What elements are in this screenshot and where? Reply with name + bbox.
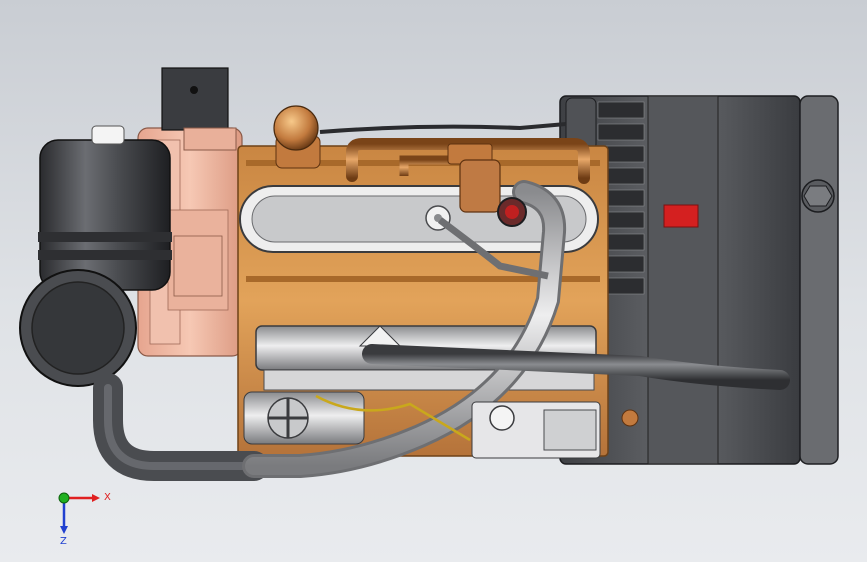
turbocharger[interactable] <box>497 197 527 227</box>
wiring-harness-top[interactable] <box>319 122 567 134</box>
radiator-cap[interactable] <box>801 179 835 213</box>
coordinate-triad: X Z <box>58 492 111 547</box>
oil-return-line[interactable] <box>437 217 549 280</box>
radiator-hose-upper[interactable] <box>496 204 790 228</box>
triad-origin <box>58 492 70 504</box>
fuel-lines <box>315 394 471 442</box>
alternator[interactable] <box>243 391 365 445</box>
hose-clamp-red <box>663 204 699 228</box>
oil-filter-bulb[interactable] <box>273 105 321 169</box>
triad-x-label: X <box>104 492 111 503</box>
air-intake-elbow[interactable] <box>93 373 269 481</box>
triad-z-label: Z <box>60 536 67 547</box>
fuel-injection-pump[interactable] <box>471 401 639 459</box>
starter-motor-bracket[interactable] <box>161 67 237 151</box>
coolant-pipes-copper[interactable] <box>346 138 590 213</box>
air-cleaner[interactable] <box>19 125 172 387</box>
radiator-hose-lower[interactable] <box>362 344 790 390</box>
